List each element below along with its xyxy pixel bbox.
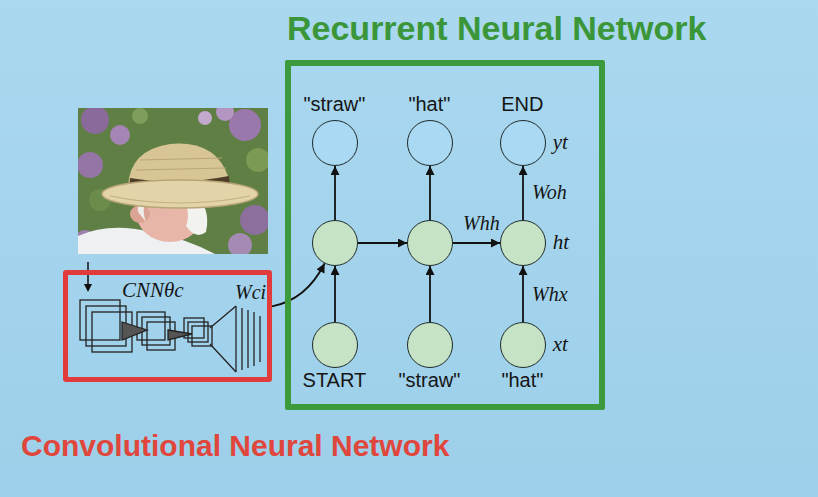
cnn-layers [80,300,260,372]
hidden-node: ht [500,220,546,266]
cnn-symbol: CNNθc [122,278,184,302]
weight-label: Woh [530,181,569,203]
input-node: "hat"xt [500,322,546,368]
math-symbol: ht [553,230,569,254]
arrow-connector [429,266,431,322]
panel-title: Recurrent Neural Network [287,9,706,48]
word-label: END [501,93,543,116]
output-node: "hat" [407,120,453,166]
output-node: ENDyt [500,120,546,166]
word-label: "hat" [408,93,450,116]
photo-arrow [84,262,92,292]
math-symbol: yt [553,130,568,154]
arrow-connector [272,263,325,306]
arrow-connector [453,242,500,244]
rnn-panel: Recurrent Neural Network"straw""hat"ENDy… [285,60,605,410]
arrow-connector [522,266,524,322]
weight-label: Wci [233,281,268,303]
arrow-connector [334,266,336,322]
arrow-connector [429,166,431,220]
math-symbol: xt [553,332,568,356]
panel-title: Convolutional Neural Network [21,429,449,464]
photo [75,103,270,257]
word-label: "straw" [398,369,460,392]
weight-label: Whx [530,283,570,305]
weight-label: Whh [461,212,502,234]
hidden-node [312,220,358,266]
output-node: "straw" [312,120,358,166]
input-node: "straw" [407,322,453,368]
hidden-node [407,220,453,266]
arrow-connector [358,242,407,244]
word-label: START [303,369,367,392]
arrow-connector [334,166,336,220]
word-label: "hat" [501,369,543,392]
word-label: "straw" [303,93,365,116]
input-node: START [312,322,358,368]
arrow-connector [522,166,524,220]
